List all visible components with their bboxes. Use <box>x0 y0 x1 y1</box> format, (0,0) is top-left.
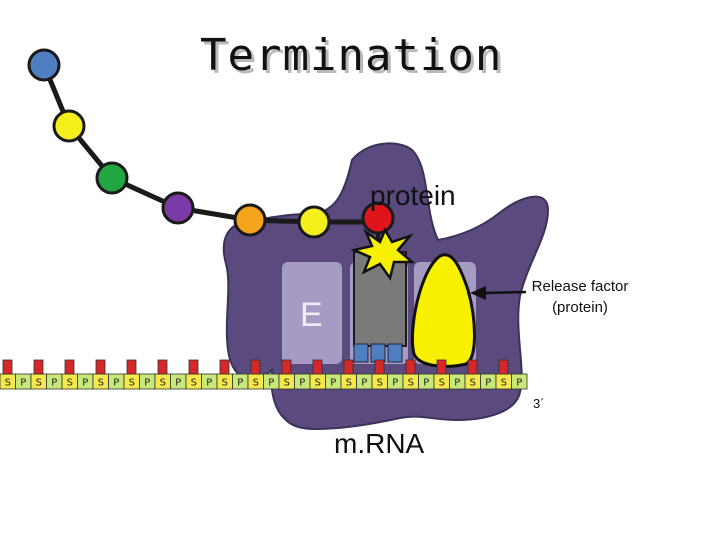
backbone-segment <box>511 373 528 390</box>
backbone-letter: S <box>98 378 104 389</box>
mrna-base <box>95 359 106 375</box>
backbone-letter: P <box>392 378 398 389</box>
backbone-letter: S <box>470 378 476 389</box>
release-factor-arrow-head <box>470 286 486 300</box>
release-factor-label: Release factor (protein) <box>512 276 648 318</box>
backbone-letter: P <box>20 378 26 389</box>
protein-chain <box>27 48 395 239</box>
mrna-base <box>498 359 509 375</box>
mrna-base <box>33 359 44 375</box>
mrna-base <box>436 359 447 375</box>
anticodon-base <box>353 343 369 363</box>
backbone-letter: S <box>501 378 507 389</box>
e-site-slot <box>282 262 342 364</box>
mrna-base <box>188 359 199 375</box>
backbone-letter: P <box>113 378 119 389</box>
anticodon-base <box>387 343 403 363</box>
anticodon-base <box>370 343 386 363</box>
release-factor-label-line1: Release factor <box>531 278 629 295</box>
backbone-letter: P <box>454 378 460 389</box>
mrna-base <box>64 359 75 375</box>
amino-acid-bead <box>233 203 267 237</box>
backbone-letter: S <box>36 378 42 389</box>
backbone-letter: P <box>268 378 274 389</box>
mrna-label: m.RNA <box>334 428 425 459</box>
backbone-letter: P <box>51 378 57 389</box>
backbone-letter: S <box>439 378 445 389</box>
backbone-letter: P <box>144 378 150 389</box>
mrna-base <box>343 359 354 375</box>
mrna-base <box>312 359 323 375</box>
release-factor-arrow <box>483 290 527 295</box>
backbone-letter: P <box>82 378 88 389</box>
backbone-letter: S <box>346 378 352 389</box>
mrna-base <box>281 359 292 375</box>
e-site-label: E <box>300 296 323 334</box>
backbone-letter: P <box>237 378 243 389</box>
backbone-letter: S <box>284 378 290 389</box>
amino-acid-bead <box>361 201 395 235</box>
backbone-letter: S <box>191 378 197 389</box>
backbone-letter: S <box>315 378 321 389</box>
mrna-base <box>2 359 13 375</box>
backbone-letter: P <box>330 378 336 389</box>
trna-anticodon <box>353 343 403 363</box>
backbone-letter: S <box>160 378 166 389</box>
backbone-letter: S <box>377 378 383 389</box>
backbone-letter: S <box>222 378 228 389</box>
release-starburst <box>349 227 416 281</box>
release-factor-shape <box>410 253 476 368</box>
protein-chain-links <box>41 64 378 225</box>
mrna-base <box>126 359 137 375</box>
three-prime-label: 3´ <box>533 396 545 411</box>
backbone-letter: P <box>175 378 181 389</box>
protein-label: protein <box>370 180 456 211</box>
backbone-letter: S <box>67 378 73 389</box>
backbone-letter: P <box>206 378 212 389</box>
backbone-letter: P <box>361 378 367 389</box>
backbone-letter: P <box>485 378 491 389</box>
amino-acid-bead <box>297 205 331 239</box>
backbone-letter: S <box>408 378 414 389</box>
release-factor-label-line2: (protein) <box>552 299 608 316</box>
backbone-letter: S <box>253 378 259 389</box>
mrna-base <box>405 359 416 375</box>
mrna-base <box>219 359 230 375</box>
amino-acid-bead <box>161 191 195 225</box>
backbone-letter: P <box>423 378 429 389</box>
backbone-letter: P <box>299 378 305 389</box>
backbone-letter: S <box>5 378 11 389</box>
mrna-base <box>157 359 168 375</box>
slide-title: Termination <box>200 30 503 81</box>
backbone-letter: S <box>129 378 135 389</box>
amino-acid-bead <box>95 161 129 195</box>
backbone-letter: P <box>516 378 522 389</box>
mrna-base <box>250 359 261 375</box>
amino-acid-bead <box>52 109 86 143</box>
mrna-base <box>374 359 385 375</box>
amino-acid-bead <box>27 48 61 82</box>
mrna-base <box>467 359 478 375</box>
